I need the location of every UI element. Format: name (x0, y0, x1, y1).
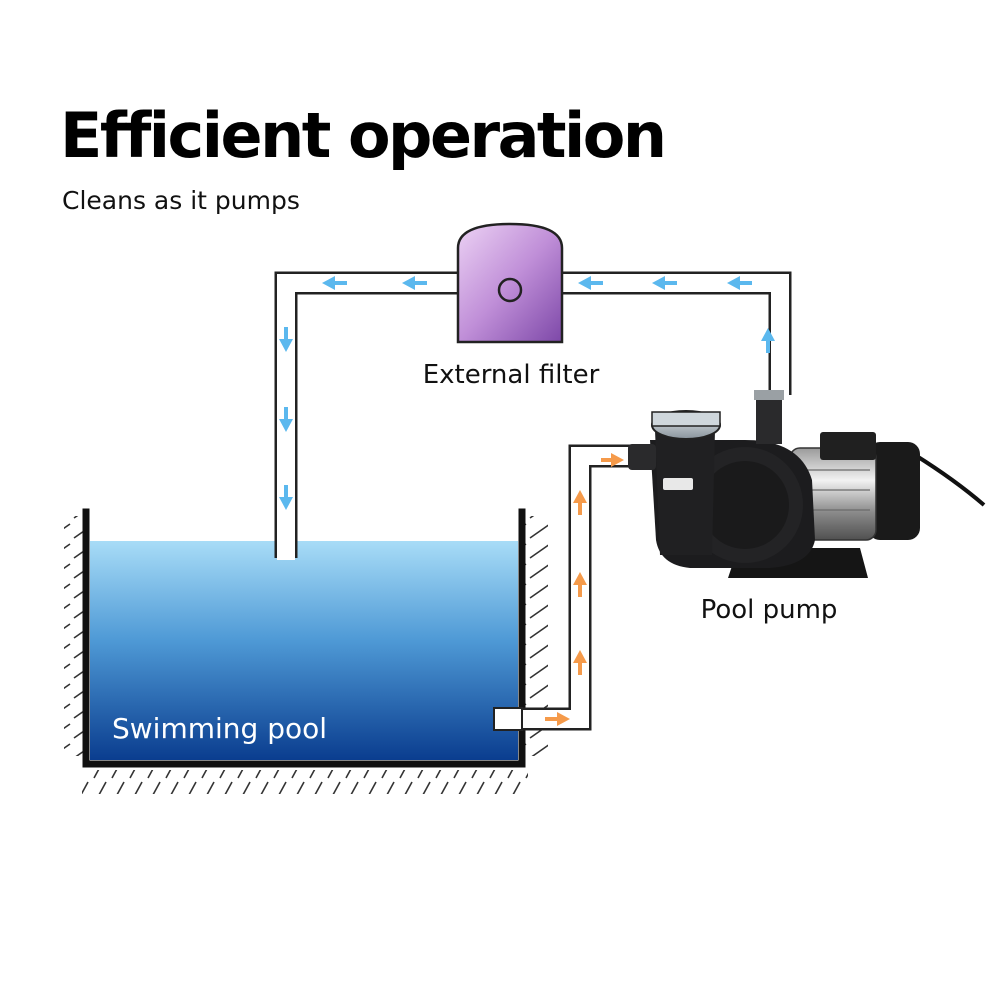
pump-label: Pool pump (701, 595, 838, 625)
pool-label: Swimming pool (112, 712, 327, 745)
arrow-icon (573, 572, 587, 597)
arrow-icon (545, 712, 570, 726)
arrow-icon (402, 276, 427, 290)
arrow-icon (727, 276, 752, 290)
arrow-icon (601, 453, 624, 467)
filter-icon (456, 222, 564, 344)
arrow-icon (652, 276, 677, 290)
return-flow-arrows (279, 276, 775, 510)
arrow-icon (578, 276, 603, 290)
pool-water (90, 541, 518, 760)
suction-inlet (493, 707, 523, 731)
arrow-icon (322, 276, 347, 290)
arrow-icon (761, 328, 775, 353)
page-title: Efficient operation (60, 99, 667, 172)
filter-label: External filter (423, 360, 600, 390)
suction-flow-arrows (545, 453, 624, 726)
page-subtitle: Cleans as it pumps (62, 186, 300, 215)
arrow-icon (573, 650, 587, 675)
pool-walls (82, 508, 526, 768)
arrow-icon (279, 485, 293, 510)
arrow-icon (279, 327, 293, 352)
pump-icon (628, 390, 986, 578)
ground-hatch-icon (64, 516, 548, 794)
arrow-icon (279, 407, 293, 432)
arrow-icon (573, 490, 587, 515)
